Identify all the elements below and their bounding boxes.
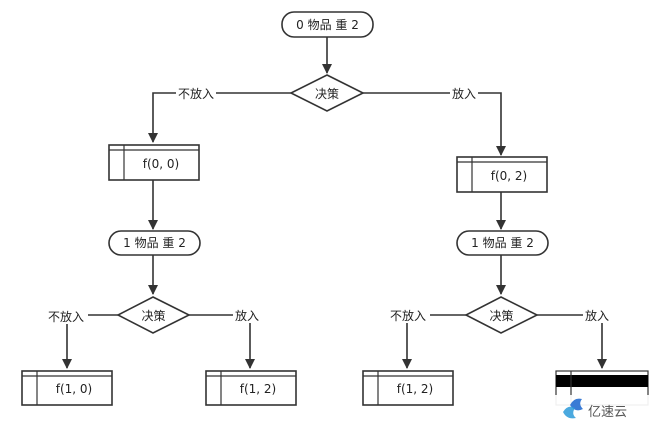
node-right-item: 1 物品 重 2 [456,230,549,256]
node-f10-label: f(1, 0) [56,382,93,396]
node-top-decision: 决策 [289,74,365,112]
node-top-item: 0 物品 重 2 [281,11,374,38]
edge-top-no [148,92,291,143]
node-f12-right: f(1, 2) [362,370,454,406]
node-top-item-label: 0 物品 重 2 [296,18,359,32]
node-f02: f(0, 2) [456,156,548,193]
node-f00: f(0, 0) [108,144,200,181]
node-f00-label: f(0, 0) [143,157,180,171]
edge-label-right-yes: 放入 [585,308,609,323]
edge-label-top-yes: 放入 [452,86,476,101]
node-top-decision-label: 决策 [315,87,339,101]
node-f02-label: f(0, 2) [491,169,528,183]
edge-label-top-no: 不放入 [178,86,214,101]
edge-label-right-no: 不放入 [390,308,426,323]
node-left-item: 1 物品 重 2 [108,230,201,256]
node-f10: f(1, 0) [21,370,113,406]
node-right-decision-label: 决策 [489,309,513,323]
watermark-text: 亿速云 [588,405,627,420]
node-left-decision: 决策 [116,296,191,334]
node-f12-left: f(1, 2) [205,370,297,406]
edge-labels: 不放入 放入 不放入 放入 不放入 放入 [46,86,611,324]
node-right-item-label: 1 物品 重 2 [471,236,534,250]
edge-label-left-yes: 放入 [235,308,259,323]
node-left-decision-label: 决策 [141,309,165,323]
edge-label-left-no: 不放入 [48,309,84,324]
node-right-decision: 决策 [464,296,539,334]
edge-top-yes [363,92,506,156]
node-f12-right-label: f(1, 2) [397,382,434,396]
node-f12-left-label: f(1, 2) [240,382,277,396]
watermark: 亿速云 [555,395,655,425]
watermark-logo-icon [563,398,583,419]
node-left-item-label: 1 物品 重 2 [123,236,186,250]
